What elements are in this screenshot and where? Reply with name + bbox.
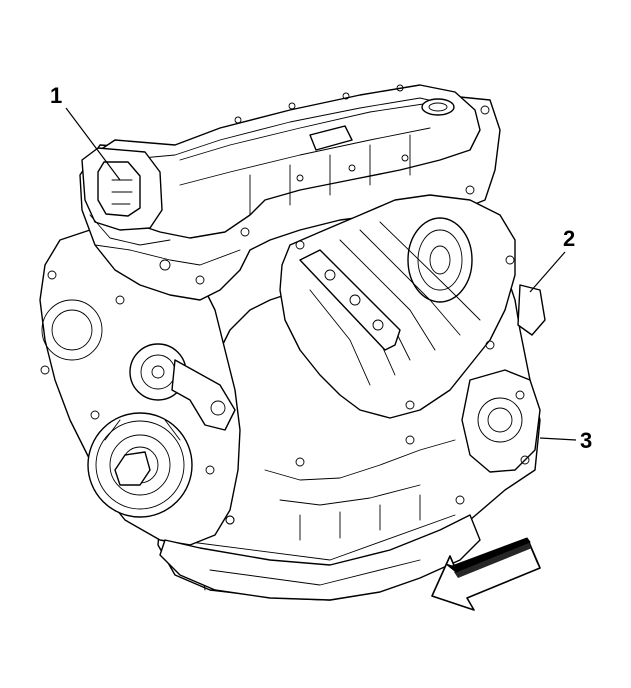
callout-label-2: 2	[563, 226, 575, 251]
callout-label-3: 3	[580, 428, 592, 453]
intake-manifold	[279, 194, 516, 419]
camshaft-cover	[99, 84, 481, 239]
callout-2: 2	[529, 226, 575, 293]
front-direction-arrow-icon	[431, 537, 541, 611]
oil-pan	[159, 514, 481, 601]
idler-pulley	[129, 343, 236, 431]
callout-3: 3	[539, 428, 592, 453]
callout-1: 1	[50, 83, 121, 181]
callout-2-leader	[529, 251, 566, 293]
callout-label-1: 1	[50, 83, 62, 108]
callout-1-leader	[65, 107, 121, 181]
callout-3-leader	[539, 437, 577, 441]
ignition-module	[81, 147, 171, 246]
engine-side-housing	[461, 284, 546, 473]
crankshaft-balancer	[87, 412, 193, 518]
